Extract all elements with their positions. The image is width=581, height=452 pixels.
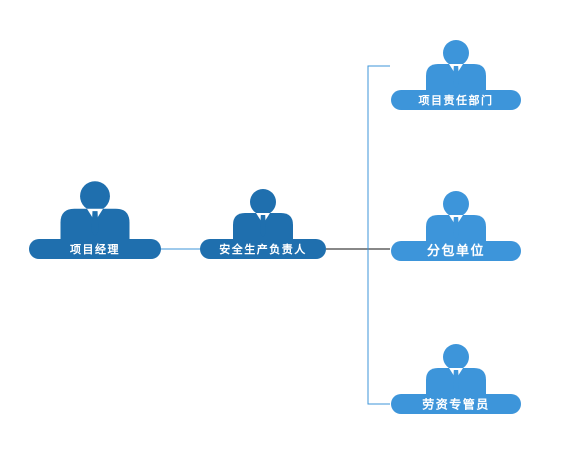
node-label-pill xyxy=(391,90,521,110)
person-icon xyxy=(426,40,486,92)
node-label-pill xyxy=(391,241,521,261)
person-icon xyxy=(233,189,293,241)
node-label: 项目责任部门 xyxy=(419,93,494,107)
node-project-manager: 项目经理 xyxy=(29,181,161,259)
person-icon xyxy=(426,344,486,396)
node-label: 劳资专管员 xyxy=(422,397,490,412)
node-project-responsible-dept: 项目责任部门 xyxy=(391,40,521,110)
node-safety-production-lead: 安全生产负责人 xyxy=(200,189,326,259)
node-label-pill xyxy=(29,239,161,259)
node-subcontractor: 分包单位 xyxy=(391,191,521,261)
connector-lines xyxy=(160,65,390,405)
node-label: 分包单位 xyxy=(427,243,485,259)
person-icon xyxy=(60,181,130,241)
node-label-pill xyxy=(200,239,326,259)
node-label: 项目经理 xyxy=(70,242,120,256)
node-label: 安全生产负责人 xyxy=(219,242,307,256)
person-icon xyxy=(426,191,486,243)
connector-bracket xyxy=(367,65,390,405)
node-labor-wage-officer: 劳资专管员 xyxy=(391,344,521,414)
node-label-pill xyxy=(391,394,521,414)
